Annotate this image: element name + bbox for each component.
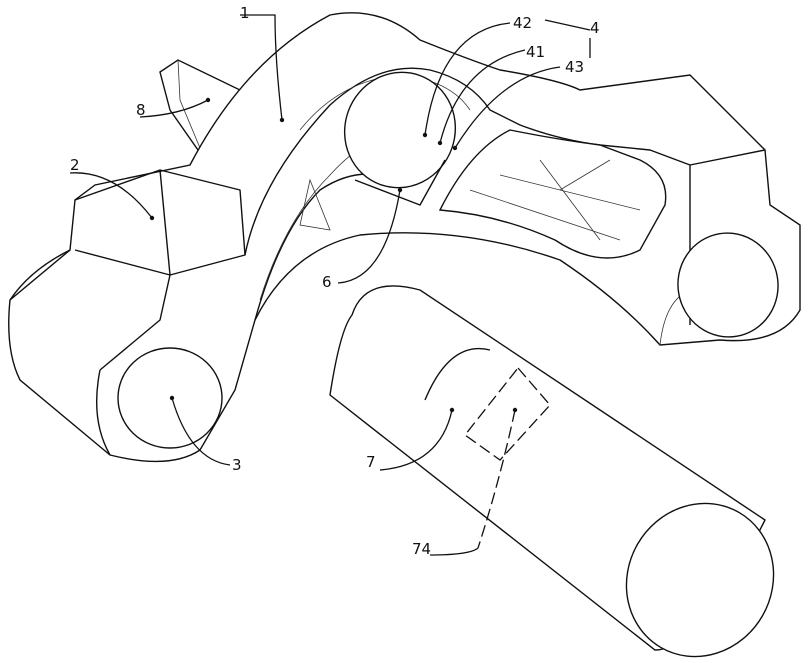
label-2: 2 [70,156,80,174]
label-8: 8 [136,101,146,119]
label-3: 3 [232,456,242,474]
label-74: 74 [412,540,431,558]
label-4: 4 [590,19,600,37]
cylinder-part-7 [330,286,801,663]
label-7: 7 [366,453,376,471]
label-6: 6 [322,273,332,291]
label-43: 43 [565,58,584,76]
label-42: 42 [513,14,532,32]
label-41: 41 [526,43,545,61]
label-1: 1 [240,4,250,22]
